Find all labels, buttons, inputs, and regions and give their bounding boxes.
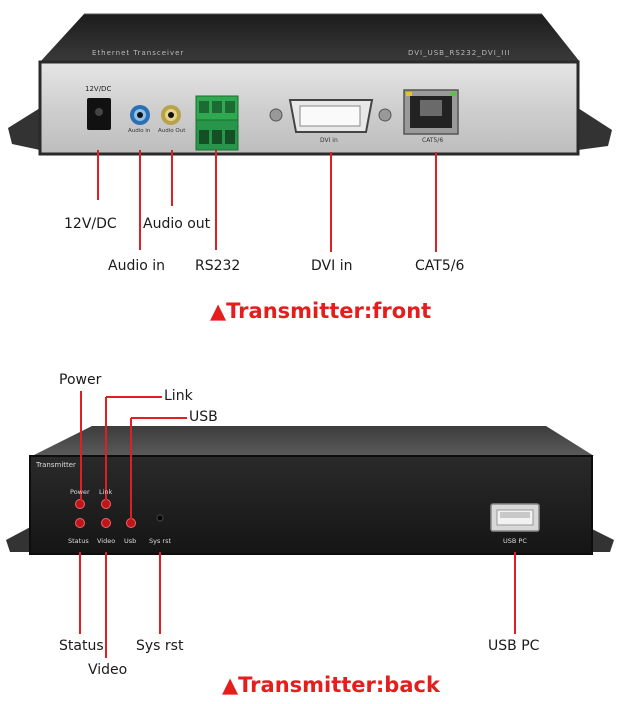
back-device <box>6 426 614 555</box>
front-caption: ▲Transmitter:front <box>210 299 432 323</box>
panel-label-back-power: Power <box>70 488 90 496</box>
link-led <box>101 499 111 509</box>
audio-out-jack <box>161 105 181 125</box>
front-device-title-right: DVI_USB_RS232_DVI_III <box>408 49 511 57</box>
dvi-port <box>269 99 392 133</box>
callout-power: 12V/DC <box>64 216 117 232</box>
callout-back-power: Power <box>59 372 102 388</box>
front-device <box>8 13 612 156</box>
panel-label-video: Video <box>97 537 116 545</box>
callout-link: Link <box>164 388 193 404</box>
callout-status: Status <box>59 638 104 654</box>
panel-label-power: 12V/DC <box>85 85 112 93</box>
panel-label-cat: CAT5/6 <box>422 137 444 144</box>
power-led <box>75 499 85 509</box>
usb-led <box>126 518 136 528</box>
front-left-flange <box>8 108 40 150</box>
back-callout-lines <box>79 391 516 658</box>
panel-label-sysrst: Sys rst <box>149 537 172 545</box>
front-right-flange <box>578 108 612 150</box>
back-caption: ▲Transmitter:back <box>222 673 440 697</box>
callout-usbpc: USB PC <box>488 638 540 654</box>
callout-usb: USB <box>189 409 218 425</box>
panel-label-usbpc: USB PC <box>503 537 527 545</box>
callout-video: Video <box>88 662 128 678</box>
front-device-title-left: Ethernet Transceiver <box>92 49 185 57</box>
callout-dvi: DVI in <box>311 258 353 274</box>
audio-in-jack <box>130 105 150 125</box>
panel-label-dvi: DVI in <box>320 137 338 144</box>
callout-cat: CAT5/6 <box>415 258 465 274</box>
panel-label-status: Status <box>68 537 89 545</box>
callout-audio-in: Audio in <box>108 258 166 274</box>
front-top-cover <box>40 14 580 62</box>
rs232-terminal <box>195 95 239 151</box>
panel-label-audio-out: Audio Out <box>158 128 186 134</box>
front-callout-lines <box>97 150 437 252</box>
back-top-cover <box>32 426 594 456</box>
panel-label-audio-in: Audio in <box>128 128 151 134</box>
panel-label-usb: Usb <box>124 537 137 545</box>
callout-audio-out: Audio out <box>143 216 211 232</box>
callout-rs232: RS232 <box>195 258 241 274</box>
back-left-flange <box>6 524 36 552</box>
callout-sysrst: Sys rst <box>136 638 184 654</box>
back-panel-title: Transmitter <box>36 461 76 469</box>
rj45-port <box>403 89 459 135</box>
usb-pc-port <box>490 503 540 532</box>
video-led <box>101 518 111 528</box>
status-led <box>75 518 85 528</box>
sysrst-hole <box>156 514 164 522</box>
panel-label-link: Link <box>99 488 113 496</box>
